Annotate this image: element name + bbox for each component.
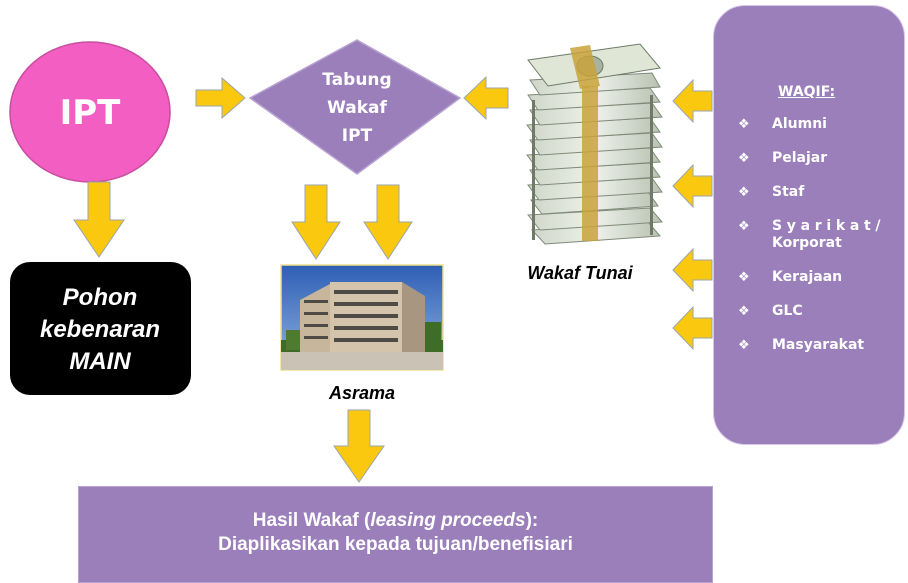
pohon-label-line3: MAIN [69, 348, 131, 375]
building-photo-icon [280, 264, 444, 371]
arrow-asrama-to-result [333, 409, 385, 483]
result-emphasis: leasing proceeds [370, 510, 526, 531]
pohon-kebenaran-node: Pohon kebenaran MAIN [10, 262, 191, 395]
money-stack-icon [526, 43, 664, 245]
arrow-waqif-to-money-4 [672, 305, 713, 351]
waqif-item-masyarakat: ❖Masyarakat [738, 337, 865, 353]
waqif-item-alumni: ❖Alumni [738, 116, 827, 132]
arrow-tabung-to-asrama-1 [291, 184, 341, 260]
bullet-icon: ❖ [738, 270, 750, 285]
pohon-label-line1: Pohon [63, 284, 138, 311]
waqif-list: ❖Alumni ❖Pelajar ❖Staf ❖Syarikat/ Korpor… [738, 116, 885, 371]
bullet-icon: ❖ [738, 219, 750, 234]
tabung-label-line1: Tabung [322, 70, 391, 90]
tabung-wakaf-node: Tabung Wakaf IPT [248, 39, 462, 175]
pohon-label-line2: kebenaran [40, 316, 160, 343]
wakaf-tunai-caption: Wakaf Tunai [527, 263, 633, 283]
result-line2: Diaplikasikan kepada tujuan/benefisiari [218, 534, 573, 555]
bullet-icon: ❖ [738, 338, 750, 353]
waqif-title: WAQIF: [778, 84, 836, 100]
hasil-wakaf-text: Hasil Wakaf (leasing proceeds): Diaplika… [79, 509, 712, 557]
tabung-label-line2: Wakaf [327, 98, 387, 118]
waqif-item-korporat: Korporat [772, 235, 842, 251]
arrow-ipt-to-tabung [195, 76, 246, 120]
bullet-icon: ❖ [738, 117, 750, 132]
arrow-waqif-to-money-1 [672, 78, 713, 124]
result-prefix: Hasil Wakaf ( [252, 510, 371, 531]
bullet-icon: ❖ [738, 185, 750, 200]
arrow-waqif-to-money-2 [672, 163, 713, 209]
waqif-item-kerajaan: ❖Kerajaan [738, 269, 843, 285]
tabung-label-line3: IPT [342, 126, 373, 146]
arrow-money-to-tabung [463, 75, 509, 121]
bullet-icon: ❖ [738, 151, 750, 166]
bullet-icon: ❖ [738, 304, 750, 319]
waqif-item-syarikat: ❖Syarikat/ [738, 218, 886, 234]
result-suffix: ): [525, 510, 539, 531]
waqif-item-glc: ❖GLC [738, 303, 803, 319]
hasil-wakaf-box: Hasil Wakaf (leasing proceeds): Diaplika… [78, 486, 713, 583]
waqif-panel: WAQIF: ❖Alumni ❖Pelajar ❖Staf ❖Syarikat/… [713, 5, 905, 445]
arrow-waqif-to-money-3 [672, 247, 713, 293]
arrow-tabung-to-asrama-2 [363, 184, 413, 260]
asrama-caption: Asrama [328, 383, 395, 403]
flow-arrows [73, 75, 713, 483]
ipt-label: IPT [60, 93, 122, 133]
ipt-node: IPT [9, 41, 171, 183]
waqif-item-staf: ❖Staf [738, 184, 805, 200]
waqif-item-pelajar: ❖Pelajar [738, 150, 828, 166]
arrow-ipt-to-pohon [73, 181, 125, 258]
